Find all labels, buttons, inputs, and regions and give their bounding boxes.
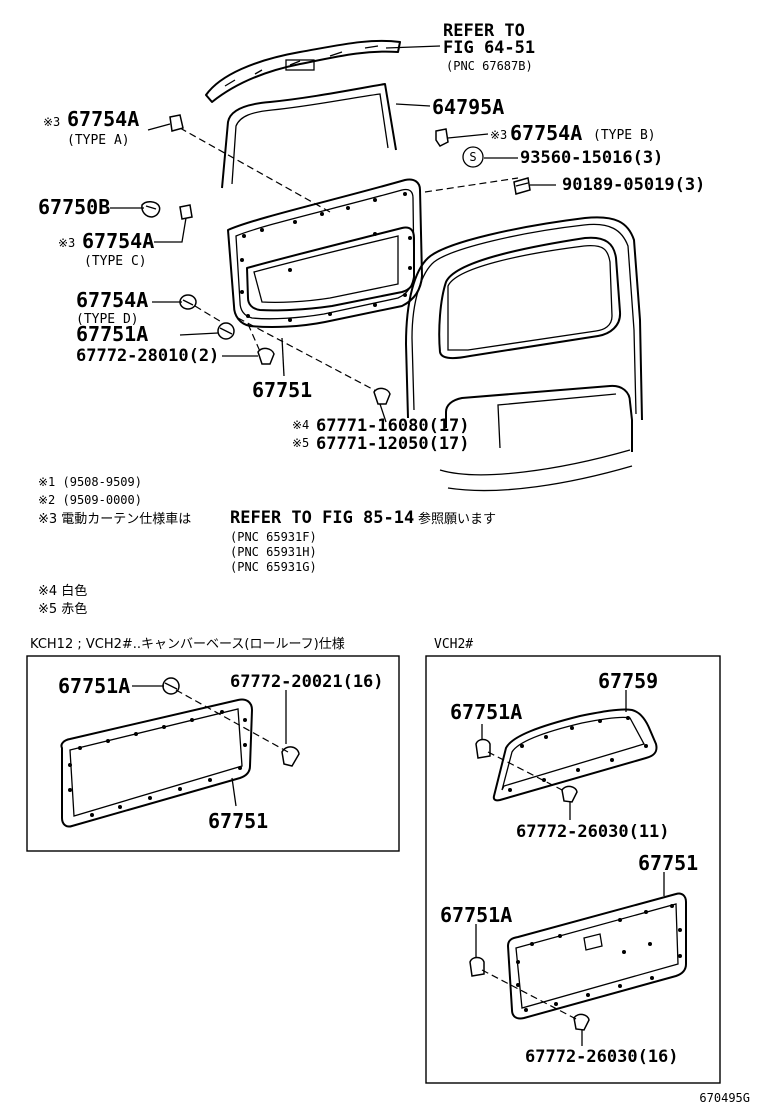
refer-top-line3: (PNC 67687B) bbox=[446, 59, 533, 73]
clip-type-d-icon bbox=[179, 294, 197, 310]
box-left-clip-67751a-icon bbox=[162, 677, 180, 695]
note-3-tail: 参照願います bbox=[418, 511, 496, 527]
note-3-jp: ※3 電動カーテン仕様車は bbox=[38, 512, 191, 527]
box-left-leader-3 bbox=[231, 777, 237, 807]
label-67754A-a: 67754A bbox=[67, 107, 139, 131]
note-3-ref: REFER TO FIG 85-14 bbox=[230, 508, 414, 528]
s-symbol: S bbox=[469, 150, 476, 164]
box-right-label-67751A-top: 67751A bbox=[450, 700, 522, 724]
note-pnc-3: (PNC 65931G) bbox=[230, 560, 317, 574]
fastener-67750b-icon bbox=[141, 201, 161, 218]
refer-top-line2: FIG 64-51 bbox=[443, 38, 535, 58]
leader-lines bbox=[110, 45, 556, 423]
box-left-clip-20021-icon bbox=[281, 746, 300, 767]
box-right-label-26030-16: 67772-26030(16) bbox=[525, 1047, 679, 1067]
box-left-label-20021: 67772-20021(16) bbox=[230, 672, 384, 692]
assembly-guide-lines bbox=[179, 127, 519, 393]
box-right-label-67759: 67759 bbox=[598, 669, 658, 693]
box-right-frame bbox=[425, 655, 721, 1084]
box-left-label-67751A: 67751A bbox=[58, 674, 130, 698]
mark-c: ※3 bbox=[58, 236, 75, 250]
note-1: ※1 (9508-9509) bbox=[38, 475, 142, 489]
label-67771-12050: 67771-12050(17) bbox=[316, 434, 470, 454]
box-left-trim-board bbox=[60, 698, 253, 828]
top-garnish-part bbox=[205, 39, 401, 103]
box-right-label-67751: 67751 bbox=[638, 851, 698, 875]
clip-67771-icon bbox=[373, 387, 391, 405]
label-type-a: (TYPE A) bbox=[67, 133, 130, 148]
box-left-frame bbox=[26, 655, 400, 852]
mark-5: ※5 bbox=[292, 436, 309, 450]
mark-a: ※3 bbox=[43, 115, 60, 129]
box-right-caption: VCH2# bbox=[434, 637, 473, 652]
note-2: ※2 (9509-0000) bbox=[38, 493, 142, 507]
clip-type-c-icon bbox=[179, 204, 193, 220]
label-67754A-b: 67754A bbox=[510, 121, 582, 145]
label-67772-28010: 67772-28010(2) bbox=[76, 346, 219, 366]
label-type-b: (TYPE B) bbox=[593, 128, 656, 143]
screw-icon bbox=[513, 177, 531, 195]
box-right-label-67751A-bot: 67751A bbox=[440, 903, 512, 927]
label-93560: 93560-15016(3) bbox=[520, 148, 663, 168]
label-67754A-d: 67754A bbox=[76, 288, 148, 312]
door-trim-board-part bbox=[227, 178, 423, 328]
note-4: ※4 白色 bbox=[38, 583, 87, 599]
refer-top-line1: REFER TO bbox=[443, 21, 525, 41]
note-pnc-1: (PNC 65931F) bbox=[230, 530, 317, 544]
label-type-d: (TYPE D) bbox=[76, 312, 139, 327]
back-door-body bbox=[405, 216, 643, 492]
box-left-caption: KCH12 ; VCH2#..キャンバーベース(ロールーフ)仕様 bbox=[30, 637, 345, 652]
box-right-67759-panel bbox=[492, 708, 658, 802]
box-right-clip-top-26030-icon bbox=[561, 785, 578, 803]
mark-b: ※3 bbox=[490, 128, 507, 142]
box-left-label-67751: 67751 bbox=[208, 809, 268, 833]
label-67751: 67751 bbox=[252, 378, 312, 402]
box-right-clip-bot-26030-icon bbox=[573, 1013, 590, 1031]
clip-type-b-icon bbox=[435, 128, 449, 147]
box-right-67751-panel bbox=[507, 892, 687, 1020]
label-67771-16080: 67771-16080(17) bbox=[316, 416, 470, 436]
box-right-clip-top-67751a-icon bbox=[475, 738, 491, 759]
label-67750B: 67750B bbox=[38, 195, 110, 219]
s-symbol-circle bbox=[462, 146, 484, 168]
box-right-label-26030-11: 67772-26030(11) bbox=[516, 822, 670, 842]
label-67754A-c: 67754A bbox=[82, 229, 154, 253]
note-5: ※5 赤色 bbox=[38, 601, 87, 617]
box-right-guide-bot bbox=[481, 969, 579, 1021]
mark-4: ※4 bbox=[292, 418, 309, 432]
label-90189: 90189-05019(3) bbox=[562, 175, 705, 195]
weatherstrip-part bbox=[221, 83, 397, 189]
note-pnc-2: (PNC 65931H) bbox=[230, 545, 317, 559]
label-67751A: 67751A bbox=[76, 322, 148, 346]
clip-67772-28010-icon bbox=[257, 347, 275, 365]
box-right-clip-bot-67751a-icon bbox=[469, 956, 485, 977]
clip-67751a-icon bbox=[217, 322, 235, 340]
box-right-guide-top bbox=[487, 751, 567, 793]
label-type-c: (TYPE C) bbox=[84, 254, 147, 269]
label-64795A: 64795A bbox=[432, 95, 504, 119]
clip-type-a-icon bbox=[169, 114, 184, 132]
figure-id: 670495G bbox=[699, 1091, 750, 1105]
